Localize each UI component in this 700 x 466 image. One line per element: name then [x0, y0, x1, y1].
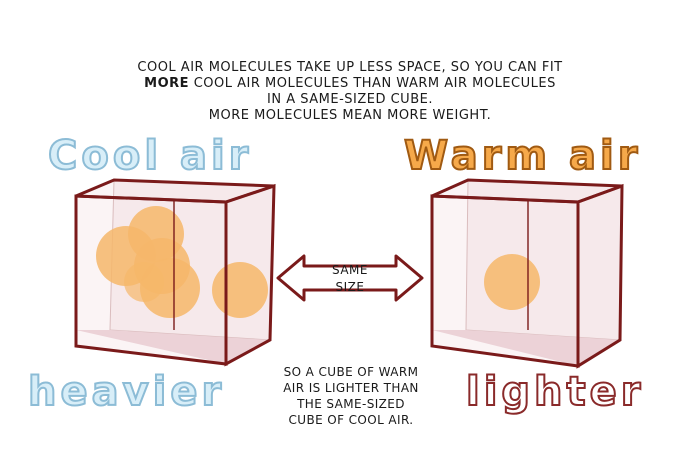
heavier-title: heavier — [27, 369, 226, 415]
conclusion-line-4: CUBE OF COOL AIR. — [288, 413, 414, 427]
lighter-title: lighter — [465, 369, 645, 415]
intro-line-3: in a same-sized cube. — [267, 92, 433, 107]
conclusion-text: SO A CUBE OF WARM AIR IS LIGHTER THAN TH… — [262, 364, 440, 428]
same-size-label-line-2: SIZE — [335, 280, 365, 294]
intro-line-2-rest: cool air molecules than warm air molecul… — [189, 76, 556, 91]
conclusion-line-3: THE SAME-SIZED — [297, 397, 405, 411]
intro-emphasis: MORE — [144, 76, 190, 91]
warm-molecule — [484, 254, 540, 310]
same-size-label: SAME SIZE — [318, 262, 382, 296]
conclusion-line-1: SO A CUBE OF WARM — [283, 365, 419, 379]
intro-text: Cool air molecules take up less space, s… — [100, 60, 600, 124]
intro-line-2: MORE cool air molecules than warm air mo… — [100, 76, 600, 92]
cool-cube-floor — [76, 330, 270, 364]
same-size-label-line-1: SAME — [332, 263, 368, 277]
warm-air-title: Warm air — [403, 133, 642, 179]
cool-cube-side-face — [224, 183, 276, 367]
warm-cube-front-face — [430, 194, 580, 368]
cool-cube-front-face — [74, 194, 228, 366]
intro-line-4: More molecules mean more weight. — [208, 108, 492, 123]
conclusion-line-2: AIR IS LIGHTER THAN — [283, 381, 419, 395]
warm-air-molecules — [484, 254, 540, 310]
intro-line-1: Cool air molecules take up less space, s… — [137, 60, 563, 75]
same-size-double-arrow — [276, 254, 424, 302]
warm-air-cube — [430, 178, 624, 369]
warm-cube-side-face — [576, 183, 624, 369]
cool-air-cube — [74, 178, 276, 367]
warm-cube-floor — [432, 330, 620, 366]
cool-air-title: Cool air — [47, 133, 253, 179]
cool-molecule — [124, 262, 164, 302]
